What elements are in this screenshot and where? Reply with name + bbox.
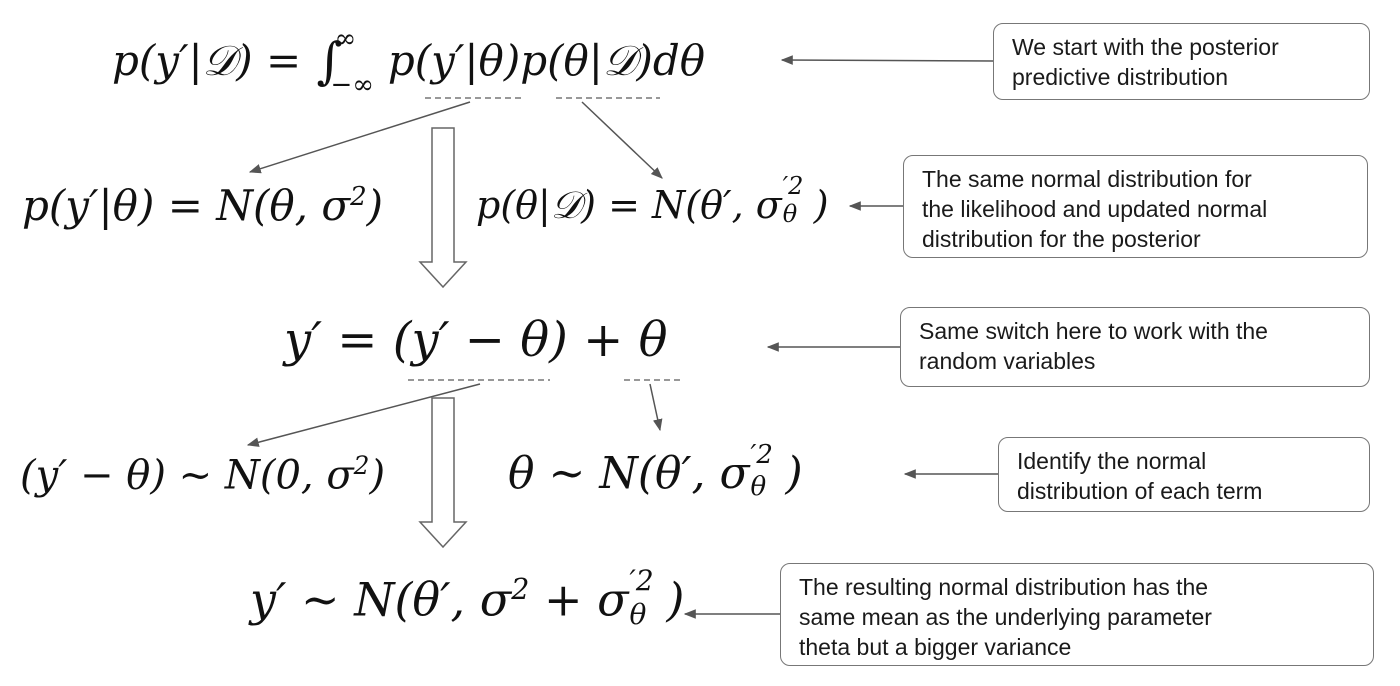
theta-close: ) (785, 448, 803, 499)
result-text: y′ ~ N(θ′, σ (250, 572, 512, 627)
likelihood-exponent: 2 (350, 182, 367, 212)
result-exponent: 2 (511, 573, 530, 606)
noise-close: ) (369, 452, 386, 499)
integral-lower-limit: −∞ (330, 70, 374, 100)
note-line: same mean as the underlying parameter (799, 604, 1212, 630)
equation-posterior-predictive: p(y′|𝒟) = ∫ ∞ −∞ p(y′|θ)p(θ|𝒟)dθ (112, 26, 705, 98)
note-result: The resulting normal distribution has th… (780, 563, 1374, 666)
note-same-normal: The same normal distribution for the lik… (903, 155, 1368, 258)
arrow-to-posterior (581, 101, 663, 179)
down-arrow-1 (418, 127, 468, 289)
likelihood-close: ) (366, 181, 384, 230)
theta-text: θ ~ N(θ′, σ (508, 448, 750, 499)
result-plus: + σ (529, 572, 629, 627)
note-line: distribution of each term (1017, 478, 1263, 504)
noise-exponent: 2 (353, 451, 370, 480)
theta-superscript: ′2 (750, 440, 773, 470)
down-arrow-2 (418, 397, 468, 549)
result-close: ) (666, 572, 685, 627)
note-line: theta but a bigger variance (799, 634, 1072, 660)
posterior-superscript: ′2 (782, 172, 804, 200)
predictive-integrand: p(y′|θ)p(θ|𝒟)dθ (387, 36, 706, 85)
note-line: predictive distribution (1012, 64, 1229, 90)
result-subscript: θ (629, 598, 647, 632)
note-line: distribution for the posterior (922, 226, 1201, 252)
note-posterior-predictive: We start with the posterior predictive d… (993, 23, 1370, 100)
posterior-lhs: p(θ|𝒟) (476, 183, 596, 227)
pointer-note-1 (780, 55, 994, 65)
note-line: the likelihood and updated normal (922, 196, 1268, 222)
predictive-lhs: p(y′|𝒟) (112, 36, 253, 85)
note-identify: Identify the normal distribution of each… (998, 437, 1370, 512)
theta-subscript: θ (750, 472, 767, 502)
integral-sign: ∫ (316, 32, 343, 90)
integral-upper-limit: ∞ (334, 24, 357, 54)
arrow-to-theta-term (649, 383, 663, 432)
note-switch: Same switch here to work with the random… (900, 307, 1370, 387)
likelihood-lhs: p(y′|θ) (22, 181, 155, 230)
note-line: The same normal distribution for (922, 166, 1252, 192)
arrow-to-noise-term (246, 383, 481, 447)
equation-switch: y′ = (y′ − θ) + θ (284, 312, 668, 368)
posterior-rhs: = N(θ′, σ (608, 183, 782, 227)
equation-likelihood: p(y′|θ) = N(θ, σ2) (22, 184, 383, 227)
result-superscript: ′2 (629, 564, 654, 598)
likelihood-rhs: = N(θ, σ (167, 181, 351, 230)
equation-noise-term: (y′ − θ) ~ N(0, σ2) (20, 451, 386, 499)
noise-text: (y′ − θ) ~ N(0, σ (20, 452, 354, 499)
note-line: Same switch here to work with the (919, 318, 1268, 344)
predictive-equals: = (265, 36, 302, 85)
note-line: We start with the posterior (1012, 34, 1279, 60)
note-line: random variables (919, 348, 1096, 374)
note-line: The resulting normal distribution has th… (799, 574, 1209, 600)
posterior-subscript: θ (782, 200, 798, 228)
note-line: Identify the normal (1017, 448, 1207, 474)
integral-group: ∫ ∞ −∞ (315, 26, 375, 98)
arrow-to-likelihood (248, 101, 471, 174)
posterior-close: ) (813, 183, 829, 227)
